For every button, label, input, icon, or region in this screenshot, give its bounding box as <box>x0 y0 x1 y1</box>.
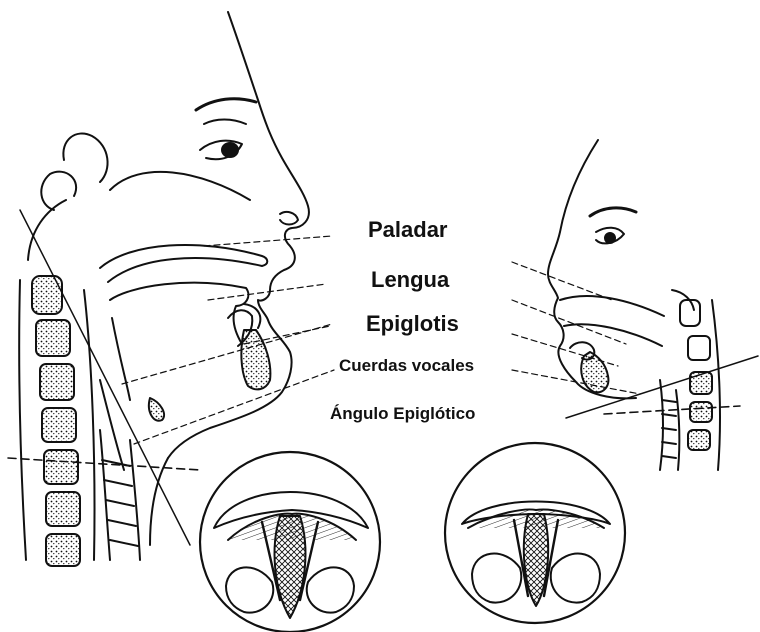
label-angulo-epiglotico: Ángulo Epiglótico <box>330 404 475 424</box>
label-paladar: Paladar <box>368 217 448 243</box>
label-cuerdas-vocales: Cuerdas vocales <box>339 356 474 376</box>
infant-larynx-view <box>445 443 625 623</box>
infant-head-profile <box>548 140 720 470</box>
label-lengua: Lengua <box>371 267 449 293</box>
label-epiglotis: Epiglotis <box>366 311 459 337</box>
adult-spine <box>19 276 140 566</box>
adult-larynx-view <box>200 452 380 632</box>
